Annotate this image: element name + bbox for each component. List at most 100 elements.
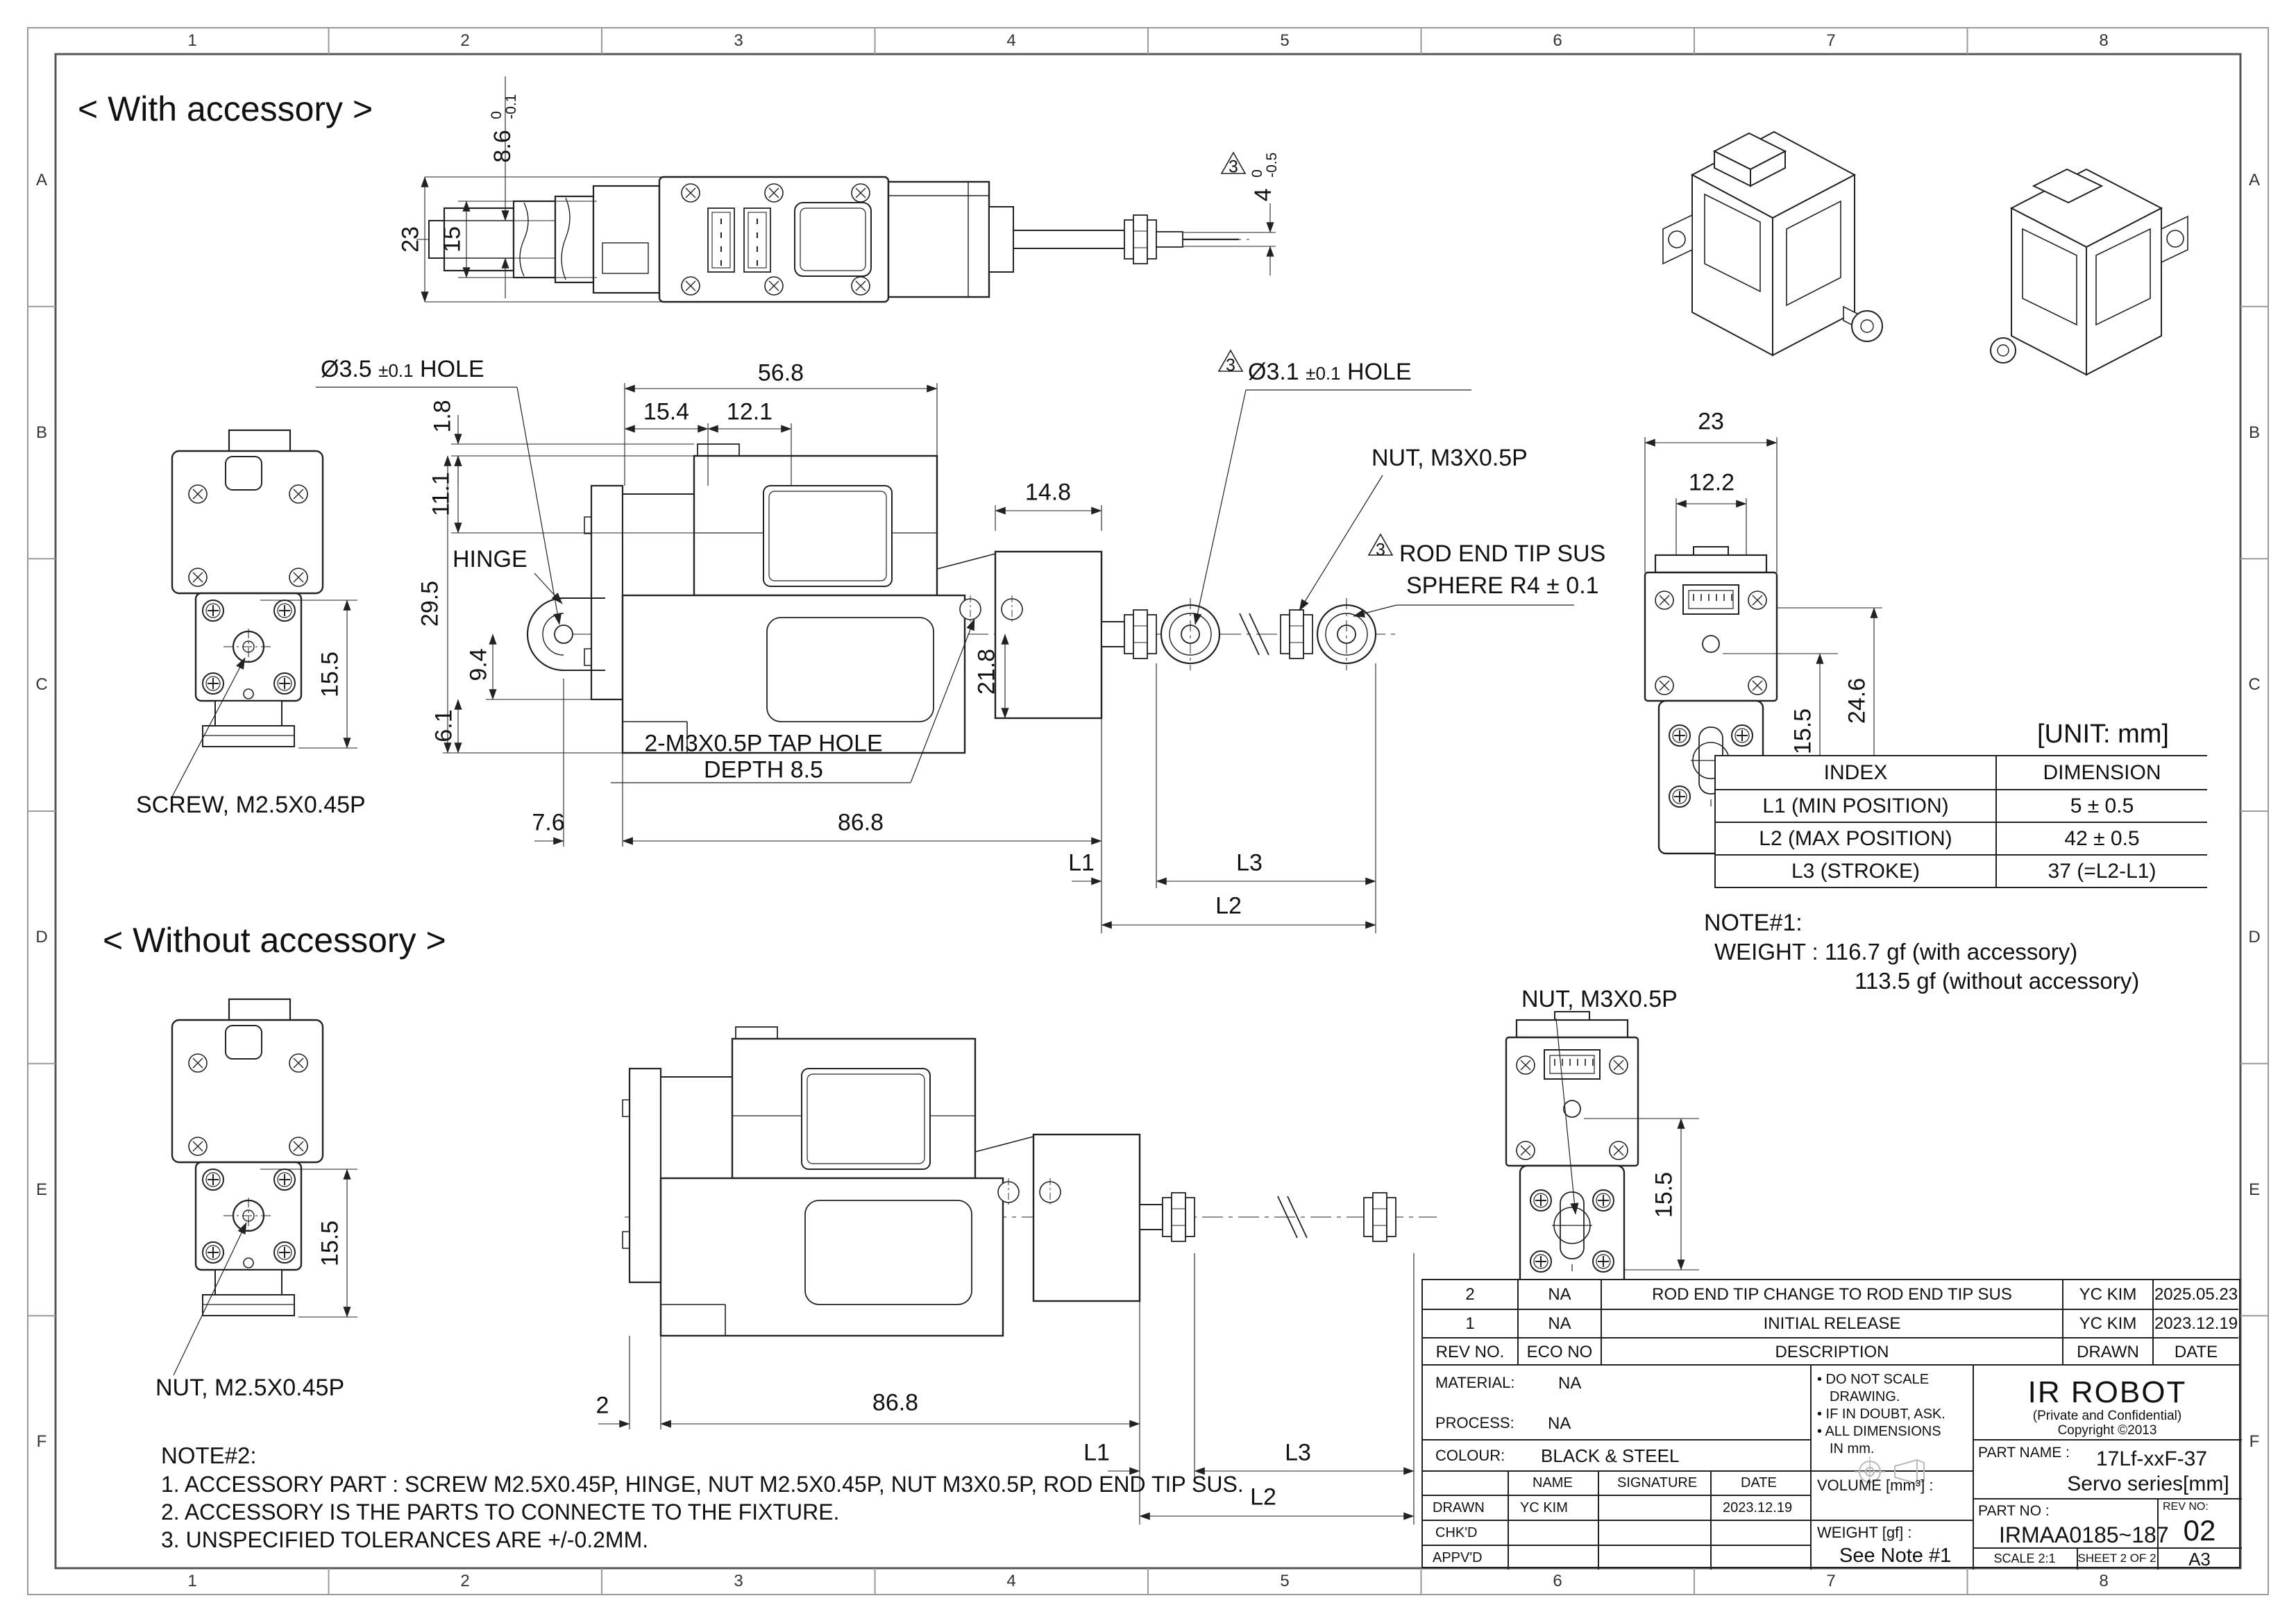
date-header: DATE: [1741, 1475, 1777, 1490]
colour-label: COLOUR:: [1435, 1447, 1505, 1464]
dim-15-5-front: 15.5: [316, 651, 344, 698]
dim-6-1: 6.1: [430, 709, 457, 742]
grid-col-top: 8: [2099, 31, 2109, 50]
rev-eco: NA: [1519, 1280, 1602, 1309]
table-cell: 5 ± 0.5: [1997, 789, 2207, 822]
weight-label: WEIGHT [gf] :: [1817, 1524, 1912, 1541]
dim-14-8: 14.8: [1024, 479, 1072, 506]
dim-23: 23: [397, 226, 424, 253]
signature-header: SIGNATURE: [1617, 1475, 1698, 1490]
dim-L1-b: L1: [1083, 1439, 1110, 1466]
third-angle-projection-icon: [1855, 1456, 1925, 1487]
note-line: • IF IN DOUBT, ASK.: [1817, 1407, 1945, 1422]
note1-title: NOTE#1:: [1704, 910, 1803, 936]
dimension-header: DIMENSION: [1997, 756, 2207, 789]
dim-tolerance: 0-0.1: [489, 94, 519, 119]
dim-2: 2: [596, 1392, 609, 1419]
dim-86-8: 86.8: [837, 809, 884, 836]
hole-dia: Ø3.5: [321, 356, 372, 382]
grid-col-top: 6: [1553, 31, 1562, 50]
rev-desc: INITIAL RELEASE: [1602, 1309, 2063, 1337]
dim-4-tol: 4 0-0.5: [1249, 153, 1280, 202]
grid-row-left: C: [35, 675, 48, 694]
table-cell: 42 ± 0.5: [1997, 822, 2207, 854]
appvd-label: APPV'D: [1433, 1550, 1483, 1565]
break-symbol: [1239, 613, 1269, 656]
part-no-value: IRMAA0185~187: [1999, 1522, 2169, 1547]
callout-tap-hole-2: DEPTH 8.5: [704, 756, 823, 783]
grid-col-bottom: 3: [734, 1572, 743, 1590]
material-label: MATERIAL:: [1435, 1374, 1515, 1391]
dim-29-5: 29.5: [416, 580, 444, 627]
copyright-note: Copyright ©2013: [2057, 1423, 2157, 1438]
dim-15-5-rear2: 15.5: [1651, 1171, 1678, 1218]
rev-no: 1: [1423, 1309, 1519, 1337]
dim-L3: L3: [1236, 849, 1263, 876]
tolerance-flag-triangle: [1367, 533, 1394, 556]
rev-desc: ROD END TIP CHANGE TO ROD END TIP SUS: [1602, 1280, 2063, 1309]
rev-date: 2025.05.23: [2154, 1280, 2238, 1309]
chkd-label: CHK'D: [1435, 1525, 1478, 1540]
note-line: DRAWING.: [1830, 1389, 1900, 1404]
dim-24-6: 24.6: [1843, 677, 1871, 724]
dim-11-1: 11.1: [428, 472, 455, 516]
dim-9-4: 9.4: [465, 648, 492, 681]
weight-value: See Note #1: [1839, 1545, 1952, 1567]
rev-eco: NA: [1519, 1309, 1602, 1337]
callout-hole-3-5: Ø3.5 ±0.1 HOLE: [321, 356, 484, 382]
unit-note: [UNIT: mm]: [2037, 720, 2169, 749]
dim-value: 4: [1249, 188, 1276, 202]
grid-row-right: D: [2248, 928, 2261, 946]
colour-value: BLACK & STEEL: [1541, 1445, 1680, 1466]
dim-L1: L1: [1068, 849, 1095, 876]
part-name-line1: 17Lf-xxF-37: [2095, 1447, 2208, 1470]
note-line: • ALL DIMENSIONS: [1817, 1424, 1941, 1439]
dim-12-1: 12.1: [726, 398, 773, 425]
dim-L2: L2: [1215, 892, 1242, 919]
top-view: [416, 76, 1276, 303]
rev-no-value: 02: [2183, 1514, 2216, 1547]
grid-col-top: 3: [734, 31, 743, 50]
rev-header: ECO NO: [1519, 1337, 1602, 1366]
name-header: NAME: [1533, 1475, 1573, 1490]
grid-row-left: B: [35, 423, 48, 442]
note2-item: 1. ACCESSORY PART : SCREW M2.5X0.45P, HI…: [161, 1472, 1244, 1497]
note2-title: NOTE#2:: [161, 1443, 257, 1468]
note-line: • DO NOT SCALE: [1817, 1372, 1930, 1387]
callout-tap-hole-1: 2-M3X0.5P TAP HOLE: [644, 730, 883, 757]
section-title-without-accessory: < Without accessory >: [103, 921, 446, 960]
grid-col-bottom: 4: [1006, 1572, 1016, 1590]
scale-value: SCALE 2:1: [1993, 1552, 2056, 1565]
grid-col-bottom: 2: [460, 1572, 470, 1590]
dim-86-8-b: 86.8: [872, 1389, 919, 1416]
note1-line2: 113.5 gf (without accessory): [1855, 968, 2140, 994]
grid-col-top: 4: [1006, 31, 1016, 50]
index-table: INDEX DIMENSION L1 (MIN POSITION) 5 ± 0.…: [1714, 755, 2207, 888]
side-view-without-accessory: [598, 1026, 1437, 1524]
volume-label: VOLUME [mm³] :: [1817, 1477, 1934, 1494]
dim-21-8: 21.8: [973, 648, 1000, 695]
grid-col-top: 2: [460, 31, 470, 50]
table-cell: L2 (MAX POSITION): [1716, 822, 1997, 854]
flag-3: 3: [1226, 355, 1235, 375]
dim-8-6-tol: 8.6 0-0.1: [489, 94, 519, 163]
rev-header: DRAWN: [2063, 1337, 2154, 1366]
rev-date: 2023.12.19: [2154, 1309, 2238, 1337]
tolerance-flag-triangle: [1220, 151, 1247, 174]
rev-by: YC KIM: [2063, 1309, 2154, 1337]
hole-tol: ±0.1: [378, 360, 414, 381]
material-value: NA: [1558, 1374, 1582, 1393]
grid-row-right: C: [2248, 675, 2261, 694]
tolerance-flag-triangle: [1217, 349, 1244, 372]
sheet-value: SHEET 2 OF 2: [2077, 1552, 2156, 1565]
title-block: MATERIAL: NA PROCESS: NA COLOUR: BLACK &…: [1421, 1364, 2242, 1570]
grid-col-top: 5: [1280, 31, 1290, 50]
grid-col-bottom: 7: [1826, 1572, 1836, 1590]
rev-header: DESCRIPTION: [1602, 1337, 2063, 1366]
drawing-notes: • DO NOT SCALE DRAWING. • IF IN DOUBT, A…: [1817, 1371, 1945, 1458]
table-cell: L3 (STROKE): [1716, 854, 1997, 887]
dim-15-5-rear: 15.5: [1789, 708, 1816, 755]
part-no-label: PART NO :: [1978, 1503, 2050, 1519]
hole-suffix: HOLE: [420, 356, 484, 382]
